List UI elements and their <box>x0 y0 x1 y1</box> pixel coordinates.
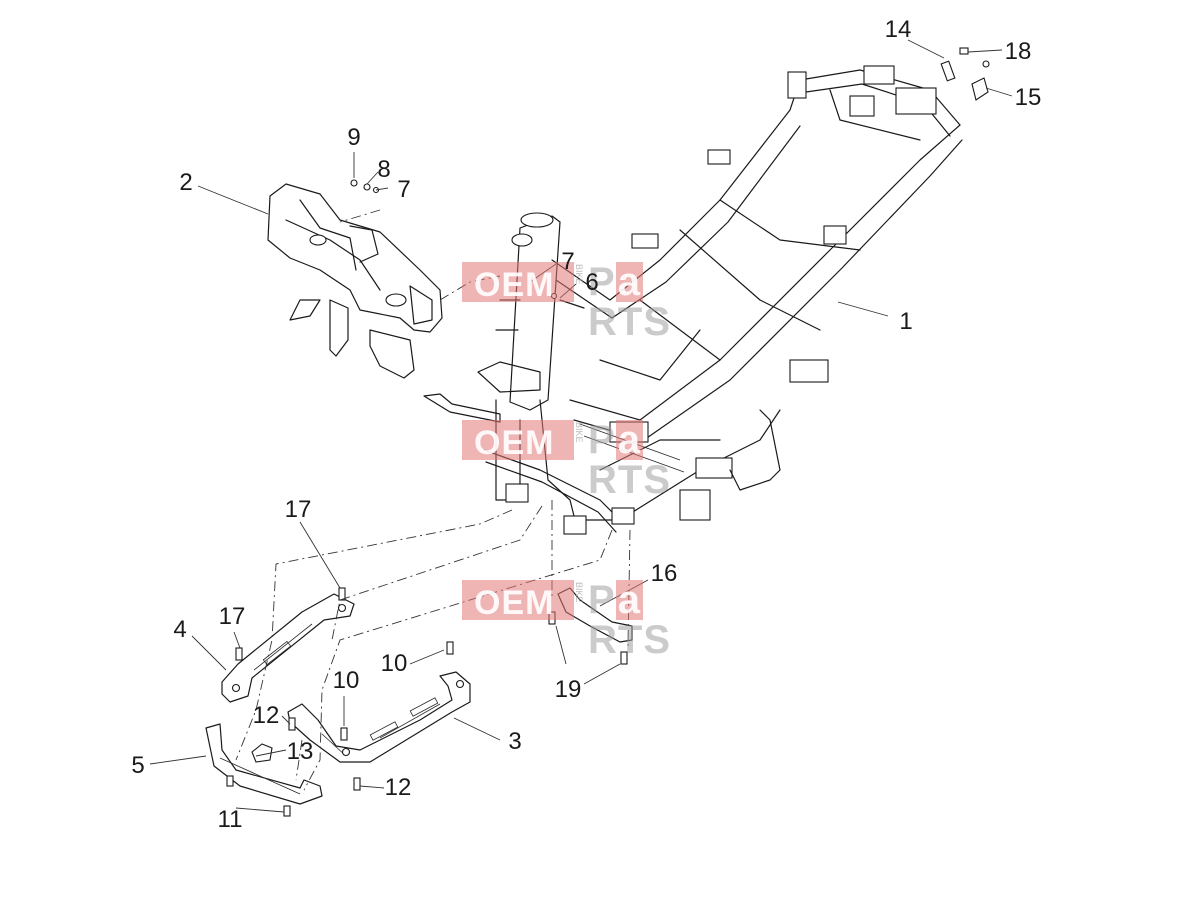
bolt-12-upper <box>288 717 296 731</box>
pad-part-13 <box>251 743 273 763</box>
footrest-bracket-part-3 <box>287 671 471 763</box>
callout-9: 9 <box>347 124 361 151</box>
footrest-bracket-part-4 <box>221 593 355 703</box>
callout-3: 3 <box>508 728 522 755</box>
screw-18 <box>959 47 969 55</box>
callout-8: 8 <box>377 156 391 183</box>
callout-1: 1 <box>899 308 913 335</box>
front-bracket-part-2 <box>267 183 443 379</box>
callout-5: 5 <box>131 752 145 779</box>
callout-10-right: 10 <box>380 650 408 677</box>
callout-4: 4 <box>173 616 187 643</box>
callout-15: 15 <box>1014 84 1042 111</box>
callout-16: 16 <box>650 560 678 587</box>
callout-12-upper: 12 <box>252 702 280 729</box>
washer-8 <box>363 183 371 191</box>
callout-10-left: 10 <box>332 667 360 694</box>
bolt-17-upper <box>338 587 346 601</box>
bolt-10-right <box>446 641 454 655</box>
callout-7-lower: 7 <box>561 248 575 275</box>
callout-6: 6 <box>585 269 599 296</box>
leader-lines <box>149 39 1013 813</box>
bolt-11-left <box>226 775 234 787</box>
callout-12-lower: 12 <box>384 774 412 801</box>
callout-18: 18 <box>1004 38 1032 65</box>
callout-7-upper: 7 <box>397 176 411 203</box>
bolt-10-left <box>340 727 348 741</box>
nut-18 <box>982 60 990 68</box>
callout-2: 2 <box>179 169 193 196</box>
callout-17-upper: 17 <box>284 496 312 523</box>
lower-plate-part-16 <box>557 587 633 643</box>
bolt-19-right <box>620 651 628 665</box>
bolt-11-right <box>283 805 291 817</box>
callout-11: 11 <box>217 806 243 833</box>
bracket-14 <box>940 60 956 82</box>
callout-17-left: 17 <box>218 603 246 630</box>
callout-19: 19 <box>554 676 582 703</box>
bolt-17-left <box>235 647 243 661</box>
callout-14: 14 <box>884 16 912 43</box>
clip-15 <box>971 77 989 101</box>
callout-13: 13 <box>286 738 314 765</box>
stand-bracket-part-5 <box>205 723 323 805</box>
bolt-9 <box>350 179 358 187</box>
bolt-12-lower <box>353 777 361 791</box>
